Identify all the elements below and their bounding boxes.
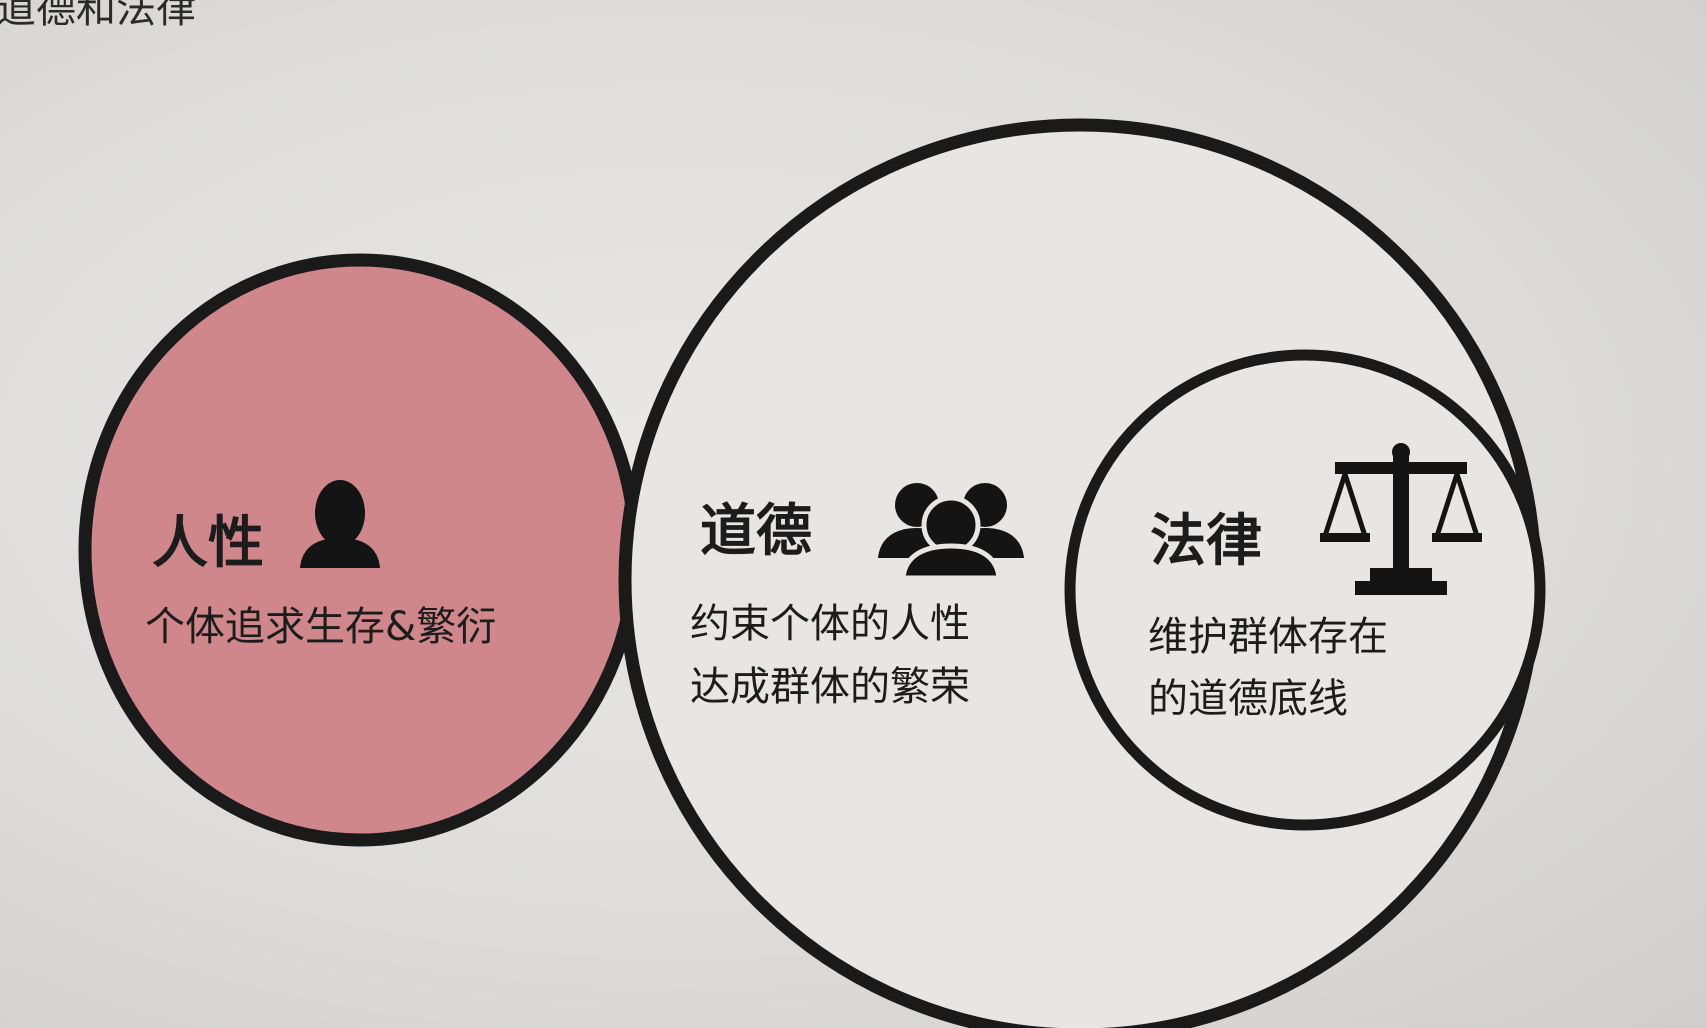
morality-title: 道德 — [700, 499, 812, 564]
header-fragment: 道德和法律 — [0, 0, 196, 32]
law-circle — [1064, 349, 1546, 831]
human-nature-description: 个体追求生存&繁衍 — [145, 604, 496, 650]
morality-description-line-1: 约束个体的人性 — [690, 601, 970, 647]
human-nature-title: 人性 — [152, 511, 264, 576]
law-description-line-2: 的道德底线 — [1148, 676, 1348, 722]
person-icon — [300, 480, 380, 568]
law-description-line-1: 维护群体存在 — [1148, 614, 1388, 660]
scales-icon — [1320, 443, 1482, 595]
group-icon — [878, 483, 1024, 581]
morality-description-line-2: 达成群体的繁荣 — [690, 664, 970, 710]
law-title: 法律 — [1150, 509, 1262, 574]
